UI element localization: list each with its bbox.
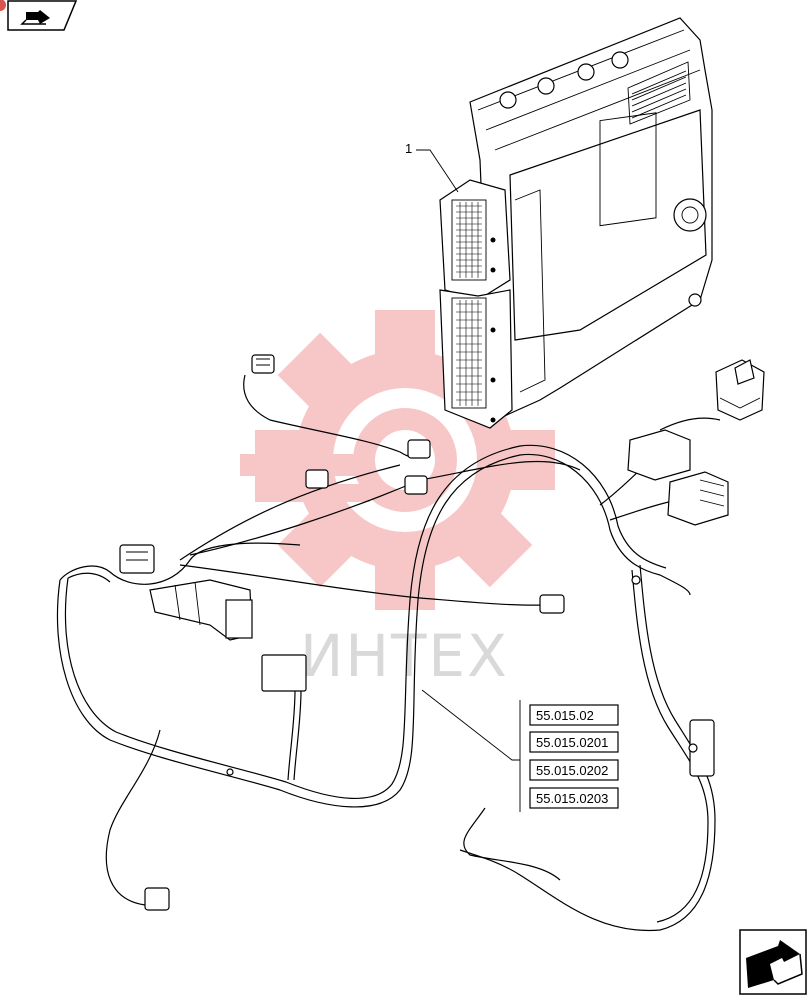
reference-55-015-0201[interactable]: 55.015.0201 (529, 731, 619, 753)
svg-text:55.015.0201: 55.015.0201 (536, 735, 608, 750)
connector-top-left (251, 354, 275, 374)
connector-inline-large (149, 579, 253, 641)
connector-mid-top (305, 439, 431, 495)
svg-text:55.015.0202: 55.015.0202 (536, 763, 608, 778)
svg-text:55.015.02: 55.015.02 (536, 708, 594, 723)
callout-number: 1 (405, 141, 412, 156)
ecu-module (439, 17, 713, 429)
page-back-arrow-icon[interactable] (0, 0, 78, 31)
next-page-arrow-icon[interactable] (739, 929, 807, 995)
reference-55-015-0202[interactable]: 55.015.0202 (529, 759, 619, 781)
connector-right-mid (539, 594, 565, 614)
connector-relay (715, 359, 765, 421)
reference-55-015-02[interactable]: 55.015.02 (529, 704, 619, 726)
svg-text:55.015.0203: 55.015.0203 (536, 791, 608, 806)
connector-bottom-left (144, 887, 170, 911)
connector-right-inline (688, 719, 715, 777)
connector-center-box (261, 654, 307, 692)
reference-list: 55.015.02 55.015.0201 55.015.0202 55.015… (519, 700, 619, 812)
ecu-connector-upper (439, 179, 511, 301)
connector-left-pair (119, 544, 155, 574)
ecu-vent-grille (627, 61, 691, 125)
reference-55-015-0203[interactable]: 55.015.0203 (529, 787, 619, 809)
ecu-connector-lower (439, 289, 513, 429)
callout-1: 1 (405, 141, 459, 193)
watermark-text: ИНТЕХ (300, 622, 509, 690)
connector-right-double (627, 429, 729, 526)
